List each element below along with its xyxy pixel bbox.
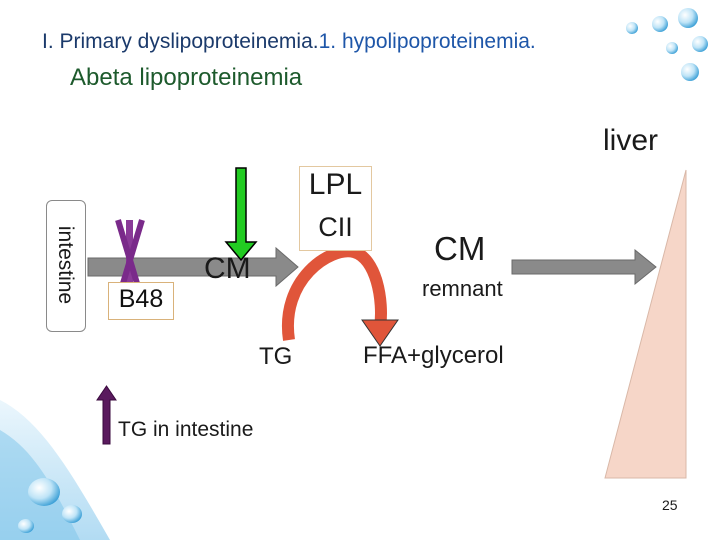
intestine-label: intestine bbox=[54, 225, 77, 305]
water-drop-icon bbox=[18, 519, 34, 533]
gray-to-liver-arrow bbox=[511, 248, 657, 286]
ffa-arrowhead bbox=[361, 319, 399, 347]
cii-label: CII bbox=[318, 212, 353, 242]
water-drop-icon bbox=[626, 22, 638, 34]
water-drop-icon bbox=[681, 63, 699, 81]
title-primary: I. Primary dyslipoproteinemia. bbox=[42, 30, 319, 53]
slide-subtitle: Abeta lipoproteinemia bbox=[70, 64, 303, 91]
lpl-label: LPL bbox=[308, 168, 363, 201]
tg-label: TG bbox=[259, 343, 293, 370]
green-down-arrow bbox=[224, 167, 258, 262]
ffa-glycerol-label: FFA+glycerol bbox=[363, 342, 504, 369]
slide-title: I. Primary dyslipoproteinemia.1. hypolip… bbox=[42, 30, 536, 54]
page-number: 25 bbox=[662, 497, 678, 513]
cm-label: CM bbox=[204, 252, 251, 285]
b48-box bbox=[108, 282, 174, 320]
tg-in-intestine-label: TG in intestine bbox=[118, 418, 254, 441]
water-drop-icon bbox=[678, 8, 698, 28]
liver-shape bbox=[604, 169, 687, 479]
water-drop-icon bbox=[666, 42, 678, 54]
water-drop-icon bbox=[692, 36, 708, 52]
lpl-curved-arrow bbox=[281, 245, 387, 341]
liver-label: liver bbox=[603, 124, 659, 157]
purple-up-arrow bbox=[96, 385, 117, 445]
water-drop-icon bbox=[652, 16, 668, 32]
water-drop-icon bbox=[62, 505, 82, 523]
gray-transport-arrow bbox=[87, 246, 299, 288]
b48-label: B48 bbox=[118, 285, 164, 313]
intestine-box bbox=[46, 200, 86, 332]
cm-remnant-title: CM bbox=[434, 230, 486, 267]
remnant-label: remnant bbox=[422, 276, 503, 301]
water-drop-icon bbox=[28, 478, 60, 506]
lpl-box bbox=[299, 166, 372, 251]
title-secondary: 1. hypolipoproteinemia. bbox=[318, 30, 536, 53]
